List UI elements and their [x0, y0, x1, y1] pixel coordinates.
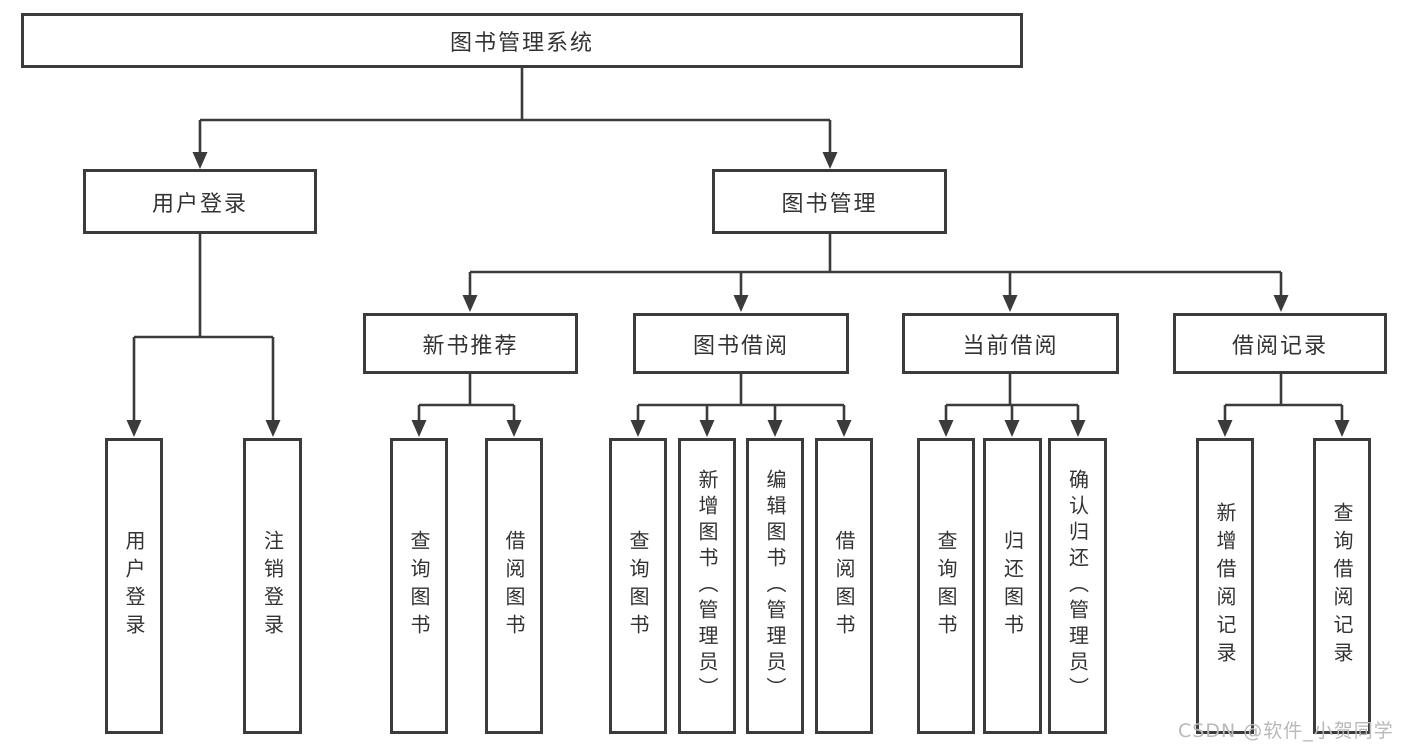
leaf-label: 查询图书 — [934, 530, 958, 642]
node-user-login: 用户登录 — [83, 169, 317, 234]
csdn-watermark: CSDN @软件_小贺同学 — [1178, 720, 1394, 742]
leaf-label: 查询图书 — [626, 530, 650, 642]
node-label: 图书管理 — [781, 191, 878, 217]
leaf-borrow-books: 借阅图书 — [815, 438, 873, 734]
node-borrowing-records: 借阅记录 — [1173, 313, 1387, 374]
leaf-query-borrow-record: 查询借阅记录 — [1313, 438, 1371, 734]
leaf-query-books-current: 查询图书 — [917, 438, 975, 734]
leaf-return-books: 归还图书 — [983, 438, 1042, 734]
node-library-management-system: 图书管理系统 — [21, 13, 1023, 68]
node-label: 图书管理系统 — [449, 30, 594, 56]
leaf-label: 借阅图书 — [832, 530, 856, 642]
node-new-book-recommend: 新书推荐 — [363, 313, 578, 374]
leaf-add-books-admin: 新增图书（管理员） — [678, 438, 736, 734]
leaf-query-books-recommend: 查询图书 — [390, 438, 448, 734]
leaf-borrow-books-recommend: 借阅图书 — [485, 438, 543, 734]
leaf-label: 注销登录 — [260, 530, 285, 642]
leaf-label: 借阅图书 — [502, 530, 526, 642]
leaf-label: 查询图书 — [407, 530, 431, 642]
leaf-label: 新增图书（管理员） — [695, 469, 719, 703]
connector-lines — [132, 68, 1344, 421]
node-book-borrowing: 图书借阅 — [633, 313, 849, 374]
node-label: 新书推荐 — [422, 333, 519, 359]
leaf-confirm-return-admin: 确认归还（管理员） — [1048, 438, 1107, 734]
leaf-label: 新增借阅记录 — [1213, 502, 1237, 670]
leaf-label: 归还图书 — [1000, 530, 1025, 642]
node-label: 用户登录 — [151, 191, 248, 217]
leaf-user-login: 用户登录 — [105, 438, 163, 734]
node-label: 借阅记录 — [1231, 333, 1328, 359]
leaf-add-borrow-record: 新增借阅记录 — [1196, 438, 1254, 734]
leaf-logout: 注销登录 — [243, 438, 302, 734]
leaf-edit-books-admin: 编辑图书（管理员） — [746, 438, 804, 734]
leaf-label: 查询借阅记录 — [1330, 502, 1354, 670]
leaf-query-books-borrow: 查询图书 — [609, 438, 667, 734]
node-label: 当前借阅 — [962, 333, 1059, 359]
node-label: 图书借阅 — [692, 333, 789, 359]
node-book-management: 图书管理 — [712, 169, 947, 234]
leaf-label: 确认归还（管理员） — [1065, 469, 1090, 703]
leaf-label: 编辑图书（管理员） — [763, 469, 787, 703]
node-current-borrowing: 当前借阅 — [902, 313, 1119, 374]
leaf-label: 用户登录 — [122, 530, 146, 642]
